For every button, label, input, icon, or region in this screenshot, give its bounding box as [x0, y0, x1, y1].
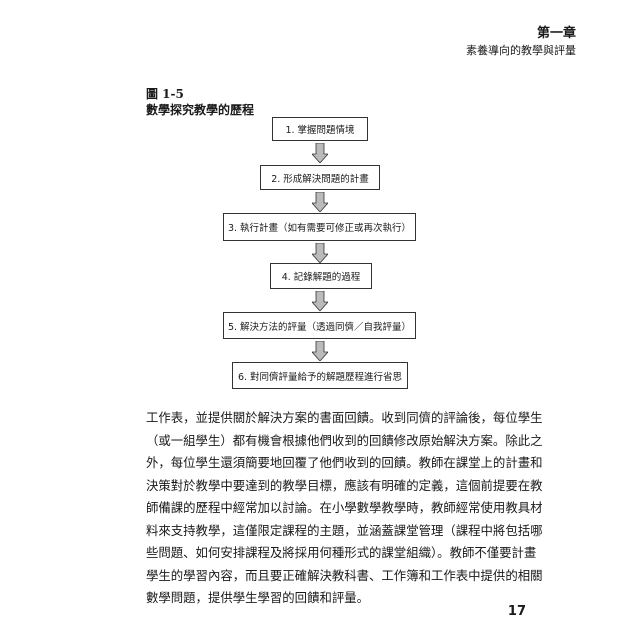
flow-step-4: 4. 記錄解題的過程	[270, 263, 372, 289]
body-line: 些問題、如何安排課程及將採用何種形式的課堂組織）。教師不僅要計畫	[146, 545, 537, 560]
flow-step-2: 2. 形成解決問題的計畫	[260, 165, 380, 190]
down-arrow-icon	[312, 192, 328, 212]
down-arrow-icon	[312, 243, 328, 263]
body-line: 工作表，並提供關於解決方案的書面回饋。收到同儕的評論後，每位學生	[146, 410, 543, 425]
chapter-subtitle: 素養導向的教學與評量	[466, 44, 576, 57]
body-line: 料來支持教學，這僅限定課程的主題，並涵蓋課堂管理（課程中將包括哪	[146, 522, 543, 538]
flow-step-3: 3. 執行計畫（如有需要可修正或再次執行）	[223, 213, 416, 241]
figure-label: 圖 1-5	[146, 87, 184, 101]
down-arrow-icon	[312, 341, 328, 361]
page-number: 17	[507, 604, 526, 619]
body-paragraph: 工作表，並提供關於解決方案的書面回饋。收到同儕的評論後，每位學生 （或一組學生）…	[146, 407, 543, 610]
chapter-heading: 第一章	[536, 26, 576, 41]
flow-step-5: 5. 解決方法的評量（透過同儕／自我評量）	[223, 312, 416, 339]
body-line: 外，每位學生還須簡要地回覆了他們收到的回饋。教師在課堂上的計畫和	[146, 455, 543, 470]
body-line: 師備課的歷程中經常加以討論。在小學數學教學時，教師經常使用教具材	[146, 500, 543, 515]
flow-step-1: 1. 掌握問題情境	[272, 117, 368, 141]
body-line: 數學問題，提供學生學習的回饋和評量。	[146, 590, 370, 605]
body-line: （或一組學生）都有機會根據他們收到的回饋修改原始解決方案。除此之	[146, 432, 543, 448]
flow-step-6: 6. 對同儕評量給予的解題歷程進行省思	[232, 362, 408, 389]
body-line: 學生的學習內容，而且要正確解決教科書、工作簿和工作表中提供的相關	[146, 567, 543, 583]
down-arrow-icon	[312, 143, 328, 163]
down-arrow-icon	[312, 291, 328, 311]
figure-title: 數學探究教學的歷程	[146, 103, 255, 117]
body-line: 決策對於教學中要達到的教學目標，應該有明確的定義，這個前提要在教	[146, 477, 543, 493]
